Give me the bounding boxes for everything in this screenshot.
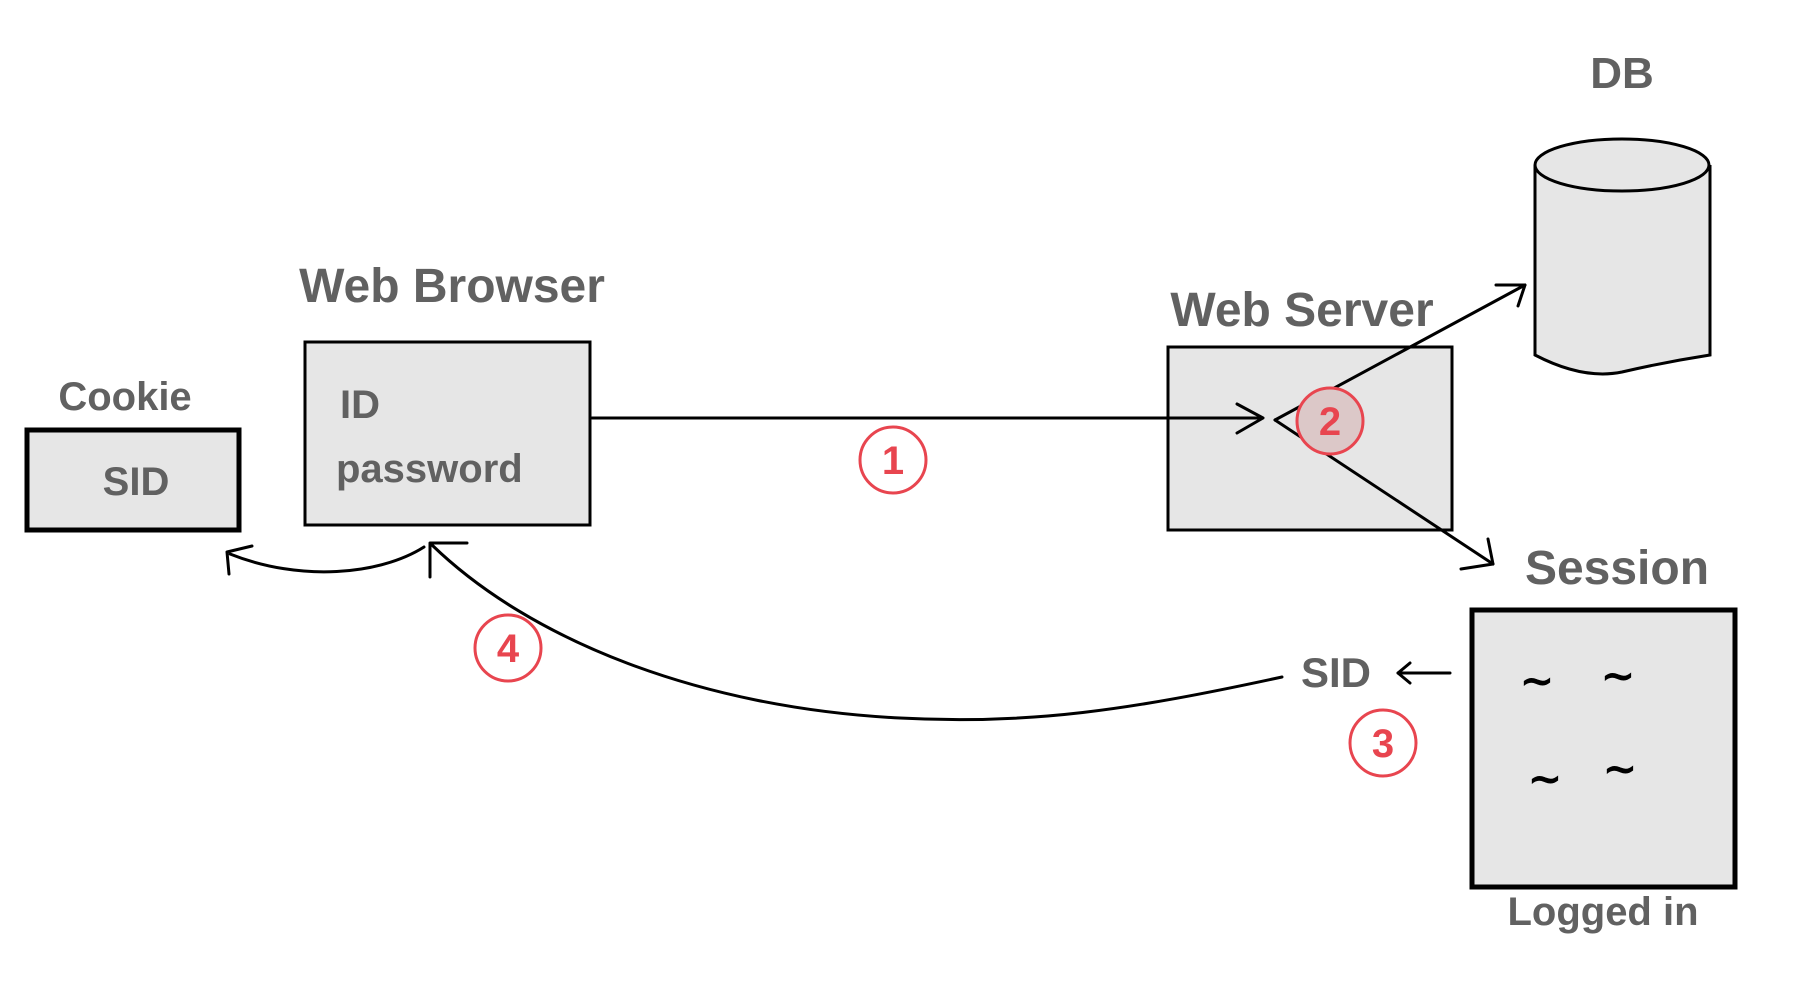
arrow-browser-to-server xyxy=(590,402,1265,435)
cookie-sid: SID xyxy=(103,460,170,504)
browser-title: Web Browser xyxy=(299,260,605,313)
session-title: Session xyxy=(1525,542,1709,595)
session-entry-3: ~ xyxy=(1527,754,1562,803)
session-entry-4: ~ xyxy=(1602,744,1637,793)
arrow-sid-to-browser xyxy=(428,541,1284,722)
step-2-marker: 2 xyxy=(1295,386,1365,456)
db-cylinder xyxy=(1533,137,1712,376)
step-4-label: 4 xyxy=(497,627,520,671)
session-sid-label: SID xyxy=(1301,649,1371,696)
server-title: Web Server xyxy=(1170,284,1433,337)
browser-password-field: password xyxy=(336,447,523,491)
step-1-marker: 1 xyxy=(858,425,928,495)
step-2-label: 2 xyxy=(1319,400,1341,444)
session-box xyxy=(1469,607,1738,890)
session-entry-2: ~ xyxy=(1600,651,1635,700)
step-3-marker: 3 xyxy=(1348,708,1418,778)
session-entry-1: ~ xyxy=(1519,656,1554,705)
arrow-browser-to-cookie xyxy=(225,544,426,576)
browser-id-field: ID xyxy=(340,383,380,427)
step-3-label: 3 xyxy=(1372,722,1394,766)
cookie-box xyxy=(24,427,242,533)
step-1-label: 1 xyxy=(882,439,904,483)
sid-arrow xyxy=(1396,661,1452,685)
step-4-marker: 4 xyxy=(473,613,543,683)
session-caption: Logged in xyxy=(1507,890,1698,934)
db-title: DB xyxy=(1590,49,1654,98)
cookie-title: Cookie xyxy=(58,375,191,419)
browser-box xyxy=(303,340,592,527)
